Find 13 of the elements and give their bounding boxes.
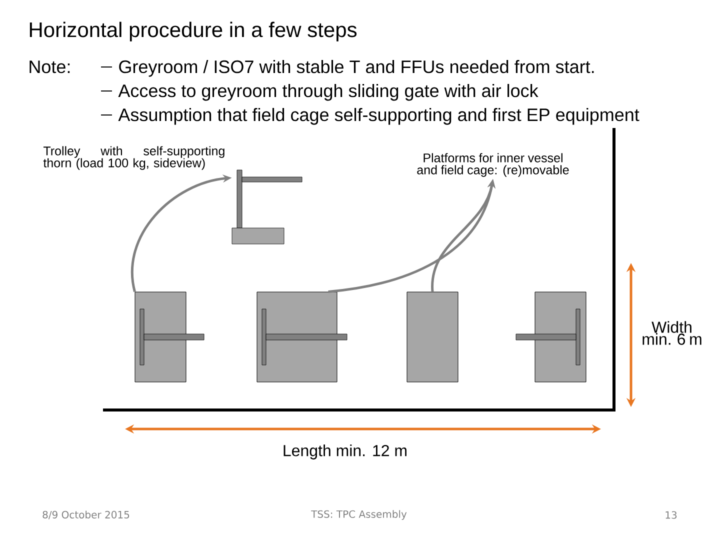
dimension-label: Width min. 6 m [642,321,702,345]
note-text: Access to greyroom through sliding gate with air lock [118,84,538,101]
note-text: Greyroom / ISO7 with stable T and FFUs needed from start. [119,60,594,77]
platform-box [406,292,458,382]
dimension-label: Length min. 12 m [284,444,406,460]
caption-text: Trolley with self-supporting thorn (load 100 kg, sideview) [43,146,224,170]
page-number: 13 [666,511,677,519]
callout-text: Platforms for inner vessel and field cage: (re)movable [417,153,569,177]
note-text: Assumption that field cage self-supporting and first EP equipment [118,108,640,125]
note-label: Note: [30,60,70,74]
footer-text: TSS: TPC Assembly [311,510,407,520]
footer-date: 8/9 October 2015 [42,510,130,520]
title: Horizontal procedure in a few steps [30,22,357,42]
